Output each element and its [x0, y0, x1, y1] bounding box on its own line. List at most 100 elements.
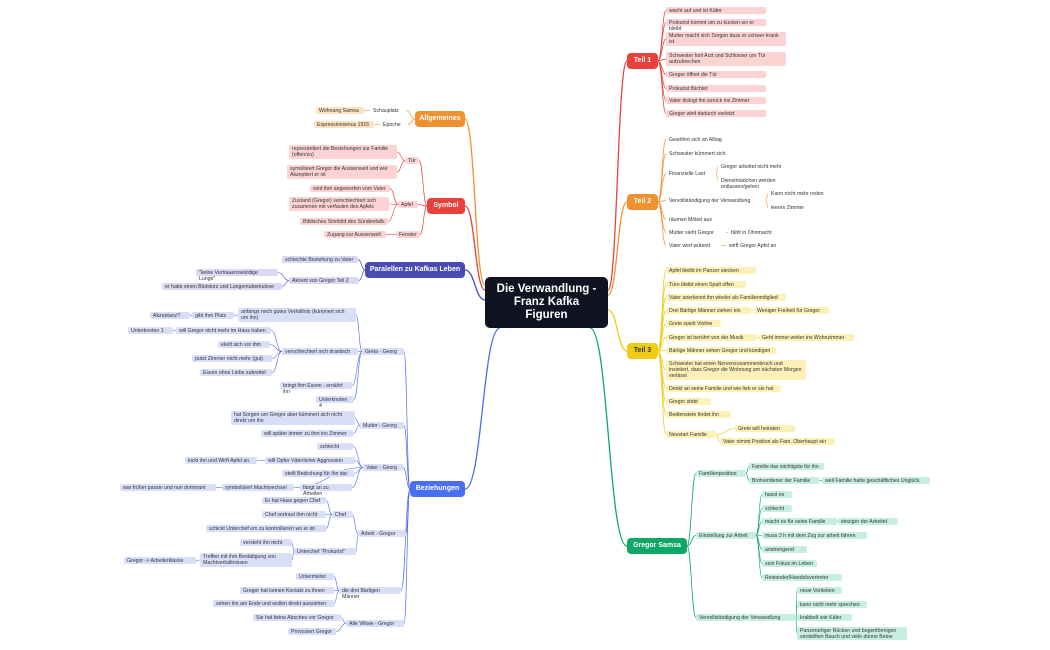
- beziehungen-item[interactable]: schlecht: [317, 443, 353, 450]
- beziehungen-item[interactable]: Unterknoten 4: [316, 396, 354, 409]
- teil-2-item[interactable]: Vater wird wütend: [669, 243, 711, 249]
- teil-2-item[interactable]: Schwester kümmert sich: [669, 151, 726, 157]
- topic-teil-2[interactable]: Teil 2: [627, 194, 658, 210]
- beziehungen-item[interactable]: will später immer zu ihm ins Zimmer: [261, 430, 353, 437]
- beziehungen-item[interactable]: Mutter - Georg: [360, 422, 404, 429]
- teil-3-item[interactable]: Gregor stirbt: [666, 398, 711, 405]
- allgemeines-item[interactable]: Epoche: [383, 122, 401, 128]
- teil-1-item[interactable]: Prokurist kommt um zu kucken wo er bleib…: [666, 19, 766, 32]
- gregor-item[interactable]: Reisender/Handelsvertreter: [762, 574, 842, 581]
- beziehungen-item[interactable]: Gregor hat keinen Kontakt zu ihnen: [240, 587, 334, 594]
- gregor-item[interactable]: Brotverdiener der Familie: [749, 477, 819, 484]
- gregor-item[interactable]: weil Familie hatte geschäftliches Unglüc…: [822, 477, 930, 484]
- beziehungen-item[interactable]: sehen ihn am Ende und wollen direkt auss…: [213, 600, 334, 607]
- symbol-item[interactable]: wird ihm angeworfen vom Vater: [310, 185, 390, 192]
- teil-1-item[interactable]: Mutter macht sich Sorgen dass er schwer …: [666, 32, 786, 46]
- paralellen-item[interactable]: schlechte Beziehung zu Vater: [282, 256, 358, 263]
- beziehungen-item[interactable]: Chef vertraut ihm nicht: [262, 511, 326, 518]
- beziehungen-item[interactable]: will Gregor nicht mehr im Haus haben: [176, 327, 271, 334]
- teil-2-item[interactable]: Mutter sieht Gregor: [669, 230, 714, 236]
- beziehungen-item[interactable]: symbolisiert Machtwechsel: [222, 484, 294, 491]
- beziehungen-item[interactable]: hat Sorgen um Gregor aber kümmert sich n…: [231, 411, 355, 425]
- teil-3-item[interactable]: Weniger Freiheit für Gregor: [754, 307, 829, 314]
- beziehungen-item[interactable]: war früher passiv und nun dominant: [120, 484, 216, 491]
- teil-1-item[interactable]: Gregor öffnet die Tür: [666, 71, 766, 78]
- teil-3-item[interactable]: Türe bleibt einen Spalt offen: [666, 281, 746, 288]
- teil-1-item[interactable]: Prokurist flüchtet: [666, 85, 766, 92]
- paralellen-item[interactable]: Akzent von Gregor Teil 2: [289, 277, 359, 284]
- teil-3-item[interactable]: Vater nimmt Position als Fam. Oberhaupt …: [720, 438, 835, 445]
- allgemeines-item[interactable]: Expressionismus 1915: [314, 121, 374, 128]
- gregor-item[interactable]: krabbelt wie Käfer: [797, 614, 852, 621]
- symbol-item[interactable]: Zustand (Gregor) verschlechtert sich zus…: [289, 197, 389, 211]
- beziehungen-item[interactable]: fängt an zu Arbeiten: [300, 484, 352, 497]
- teil-2-item[interactable]: wirft Gregor Apfel an: [729, 243, 777, 249]
- teil-2-item[interactable]: Gregor arbeitet nicht mehr: [721, 164, 782, 170]
- teil-3-item[interactable]: Geht immer weiter ins Wohnzimmer: [759, 334, 854, 341]
- gregor-item[interactable]: Vervollständigung der Verwandlung: [696, 614, 796, 621]
- gregor-item[interactable]: neue Vorlieben: [797, 587, 842, 594]
- beziehungen-item[interactable]: Akzeptanz?: [150, 312, 190, 319]
- topic-gregor-samsa[interactable]: Gregor Samsa: [627, 538, 687, 554]
- gregor-item[interactable]: Familienposition: [696, 470, 746, 477]
- teil-2-item[interactable]: Dienstmädchen werden entlassen/gehen: [721, 178, 776, 190]
- beziehungen-item[interactable]: will Opfer Väterlicher Aggression: [265, 457, 355, 464]
- beziehungen-item[interactable]: Provoziert Gregor: [288, 628, 336, 635]
- symbol-item[interactable]: Tür: [405, 157, 419, 164]
- symbol-item[interactable]: symolisiert Gregor die Aussenwelt und wi…: [287, 165, 397, 179]
- teil-3-item[interactable]: Bärtige Männer sehen Gregor und kündigen: [666, 347, 776, 354]
- topic-beziehungen[interactable]: Beziehungen: [410, 481, 465, 497]
- beziehungen-item[interactable]: Er hat Hass gegen Chef: [262, 497, 326, 504]
- teil-2-item[interactable]: räumen Möbel aus: [669, 217, 712, 223]
- beziehungen-item[interactable]: Unterknoten 1: [128, 327, 173, 334]
- gregor-item[interactable]: Einstellung zur Arbeit: [696, 532, 756, 539]
- beziehungen-item[interactable]: Essen ohne Liebe zubreitet: [200, 369, 272, 376]
- gregor-item[interactable]: Familie das wichtigste für ihn: [749, 463, 824, 470]
- beziehungen-item[interactable]: Sie hat keine Abscheu vor Gregor: [253, 614, 341, 621]
- beziehungen-item[interactable]: stellt Bedrohung für ihn dar: [282, 470, 354, 477]
- beziehungen-item[interactable]: Unterchef "Prokurist": [294, 548, 356, 555]
- gregor-item[interactable]: schlecht: [762, 505, 792, 512]
- gregor-item[interactable]: muss 3 h mit dem Zug zur arbeit fahren: [762, 532, 867, 539]
- teil-1-item[interactable]: Schwester holt Arzt und Schlosser um Tür…: [666, 52, 786, 66]
- teil-1-item[interactable]: Gregor wird dadurch verletzt: [666, 110, 766, 117]
- gregor-item[interactable]: macht es für seine Familie: [762, 518, 837, 525]
- teil-1-item[interactable]: wacht auf und ist Käfer: [666, 7, 766, 14]
- teil-3-item[interactable]: Drei Bärtige Männer ziehen ein: [666, 307, 751, 314]
- teil-3-item[interactable]: Grete spielt Violine: [666, 320, 721, 327]
- symbol-item[interactable]: represäntiert die Beziehungen zur Famili…: [289, 145, 397, 159]
- beziehungen-item[interactable]: kickt ihn und Wirft Apfel an: [185, 457, 257, 464]
- beziehungen-item[interactable]: Alte Witwe - Gregor: [346, 620, 404, 627]
- allgemeines-item[interactable]: Wohnung Samsa: [316, 107, 364, 114]
- teil-2-item[interactable]: fählt in Ohnmacht: [731, 230, 772, 236]
- beziehungen-item[interactable]: verschlechtert sich drastisch: [282, 348, 358, 355]
- beziehungen-item[interactable]: Vater - Georg: [363, 464, 403, 471]
- beziehungen-item[interactable]: anfangs noch gutes Verhältnis (kümmert s…: [238, 308, 356, 322]
- topic-paralellen[interactable]: Paralellen zu Kafkas Leben: [365, 262, 465, 278]
- teil-2-item[interactable]: Finanzielle Last: [669, 171, 706, 177]
- beziehungen-item[interactable]: die drei Bärtigen Männer: [339, 587, 401, 600]
- symbol-item[interactable]: Apfel: [398, 201, 418, 208]
- symbol-item[interactable]: Zugang zur Aussenwelt: [324, 231, 386, 238]
- topic-teil-3[interactable]: Teil 3: [627, 343, 658, 359]
- topic-symbol[interactable]: Symbol: [427, 198, 465, 214]
- teil-3-item[interactable]: Gregor ist berührt von der Musik: [666, 334, 756, 341]
- beziehungen-item[interactable]: schickt Unterchef um zu kontrollieren wo…: [206, 525, 326, 532]
- beziehungen-item[interactable]: Gregor -> Arbeiterklasse: [124, 557, 196, 564]
- beziehungen-item[interactable]: Arbeit - Gregor: [358, 530, 406, 537]
- beziehungen-item[interactable]: Untermieter: [296, 573, 334, 580]
- topic-allgemeines[interactable]: Allgemeines: [415, 111, 465, 127]
- allgemeines-item[interactable]: Schauplatz: [373, 108, 399, 114]
- gregor-item[interactable]: Panzerartiger Rücken und bogenförmigen v…: [797, 627, 907, 640]
- teil-2-item[interactable]: Kann nicht mehr reden: [771, 191, 824, 197]
- teil-1-item[interactable]: Vater drängt ihn zurück ins Zimmer: [666, 97, 766, 104]
- beziehungen-item[interactable]: ekelt sich vor ihm: [218, 341, 270, 348]
- beziehungen-item[interactable]: Treffen mit ihm Bestätigung von Machtver…: [200, 553, 292, 567]
- paralellen-item[interactable]: "keine Vertrauenswürdige Lunge": [196, 269, 278, 282]
- teil-3-item[interactable]: Apfel bleibt im Panzer stecken: [666, 267, 756, 274]
- beziehungen-item[interactable]: gibt ihm Platz: [192, 312, 234, 319]
- beziehungen-item[interactable]: versteht ihn nicht: [240, 539, 292, 546]
- teil-2-item[interactable]: leeres Zimmer: [771, 205, 805, 211]
- symbol-item[interactable]: Fenster: [396, 231, 420, 238]
- teil-3-item[interactable]: Schwester hat einen Nervenzusammenbruch …: [666, 360, 806, 380]
